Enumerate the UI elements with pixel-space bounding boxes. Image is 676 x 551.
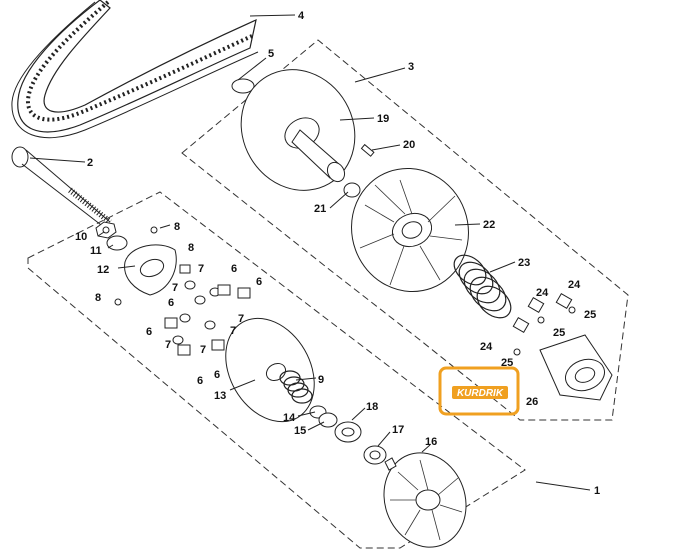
label-7c: 7 <box>238 313 244 325</box>
label-7f: 7 <box>200 344 206 356</box>
label-25c: 25 <box>501 357 513 369</box>
label-6f: 6 <box>197 375 203 387</box>
set-screw-lower <box>114 298 122 306</box>
label-26: 26 <box>526 396 538 408</box>
label-25a: 25 <box>553 327 565 339</box>
spacer <box>318 412 338 428</box>
label-23: 23 <box>518 257 530 269</box>
label-3: 3 <box>408 61 414 73</box>
label-2: 2 <box>87 157 93 169</box>
kurdrik-watermark: KURDRIK <box>438 366 520 416</box>
label-12: 12 <box>97 264 109 276</box>
helix-cam <box>539 334 613 401</box>
pin <box>360 143 375 157</box>
primary-spring <box>279 370 313 404</box>
drive-belt <box>11 0 259 139</box>
label-13: 13 <box>214 390 226 402</box>
spider-assembly <box>124 244 177 296</box>
bolt <box>11 146 112 229</box>
spacer-washer <box>106 235 128 251</box>
leader-lines <box>29 14 591 491</box>
secondary-fixed-sheave <box>351 167 469 293</box>
primary-clutch-group-outline <box>27 191 526 549</box>
label-6e: 6 <box>214 369 220 381</box>
label-17: 17 <box>392 424 404 436</box>
primary-fixed-sheave <box>383 452 467 548</box>
label-9: 9 <box>318 374 324 386</box>
label-22: 22 <box>483 219 495 231</box>
secondary-movable-sheave <box>240 69 356 191</box>
label-14: 14 <box>283 412 296 424</box>
label-7d: 7 <box>230 325 236 337</box>
label-24c: 24 <box>480 341 493 353</box>
label-19: 19 <box>377 113 389 125</box>
set-screw-upper <box>150 226 158 234</box>
label-8a: 8 <box>174 221 180 233</box>
torsion-spring <box>453 254 512 319</box>
label-8b: 8 <box>188 242 194 254</box>
bearing-17 <box>363 445 387 465</box>
o-ring <box>231 78 255 94</box>
label-6a: 6 <box>231 263 237 275</box>
label-24a: 24 <box>536 287 549 299</box>
label-6b: 6 <box>256 276 262 288</box>
label-20: 20 <box>403 139 415 151</box>
label-4: 4 <box>298 10 305 22</box>
label-7a: 7 <box>198 263 204 275</box>
secondary-clutch-group-outline <box>181 39 629 421</box>
label-15: 15 <box>294 425 306 437</box>
label-18: 18 <box>366 401 378 413</box>
label-8c: 8 <box>95 292 101 304</box>
label-11: 11 <box>90 245 102 257</box>
label-1: 1 <box>594 485 600 497</box>
roller-weights <box>164 264 251 356</box>
snap-ring <box>343 182 361 198</box>
label-24b: 24 <box>568 279 581 291</box>
part-labels: 4 5 3 2 19 20 21 22 23 24 24 24 25 25 25… <box>75 10 600 497</box>
bearing-18 <box>334 421 362 443</box>
label-16: 16 <box>425 436 437 448</box>
label-6d: 6 <box>146 326 152 338</box>
label-10: 10 <box>75 231 87 243</box>
label-7b: 7 <box>172 282 178 294</box>
label-6c: 6 <box>168 297 174 309</box>
cam-buttons <box>512 292 576 356</box>
label-21: 21 <box>314 203 326 215</box>
label-7e: 7 <box>165 339 171 351</box>
label-25b: 25 <box>584 309 596 321</box>
label-5: 5 <box>268 48 274 60</box>
watermark-text: KURDRIK <box>457 388 504 399</box>
